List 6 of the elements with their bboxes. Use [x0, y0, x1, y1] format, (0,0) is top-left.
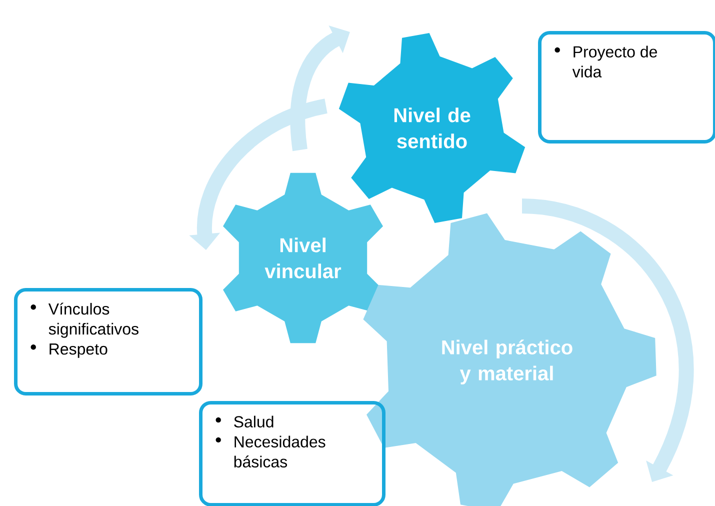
gear: Nivel práctico y material — [363, 213, 656, 506]
text-box: Salud Necesidades básicas — [199, 401, 386, 506]
text-box: Vínculos significativos Respeto — [14, 288, 202, 396]
text-box: Proyecto de vida — [538, 31, 715, 144]
gear: Nivel vincular — [223, 172, 383, 344]
gear: Nivel de sentido — [338, 33, 526, 223]
